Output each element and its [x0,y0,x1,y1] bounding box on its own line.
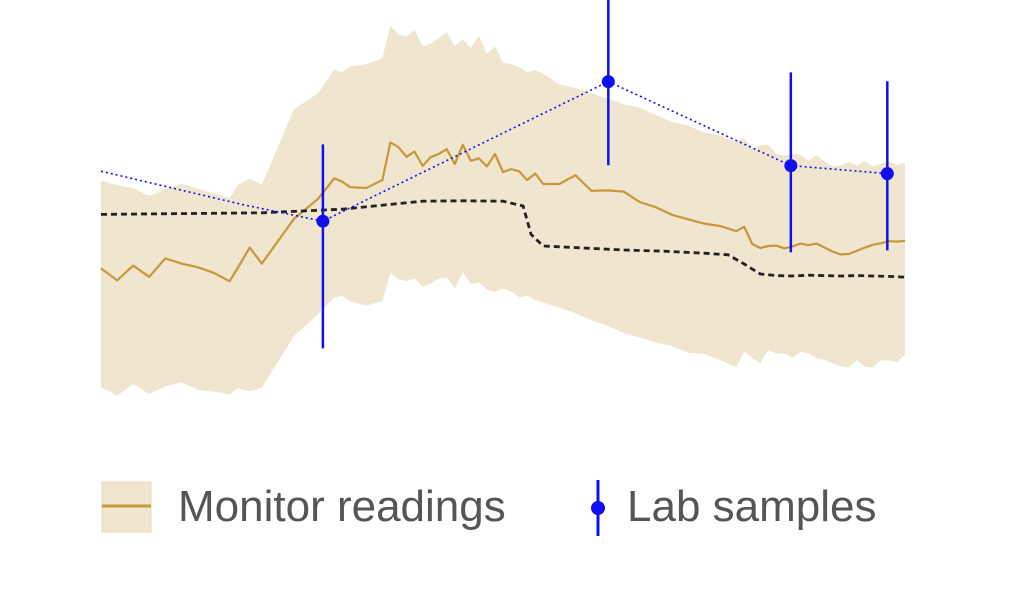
lab-marker [784,159,798,173]
legend-item-monitor-readings[interactable]: Monitor readings [101,481,506,533]
legend-label-lab-samples: Lab samples [627,482,876,531]
monitor-band [101,25,905,396]
legend-swatch-marker [591,501,605,515]
lab-marker [601,75,615,89]
legend-label-monitor-readings: Monitor readings [178,482,506,531]
legend-item-lab-samples[interactable]: Lab samples [591,480,876,536]
lab-marker [316,214,330,228]
lab-dotted-connector [100,80,888,223]
baseline-dashed-line [100,199,906,279]
legend: Monitor readings Lab samples [101,480,876,536]
lab-marker [880,167,894,181]
plot-area [100,0,906,396]
monitor-line [100,141,906,283]
